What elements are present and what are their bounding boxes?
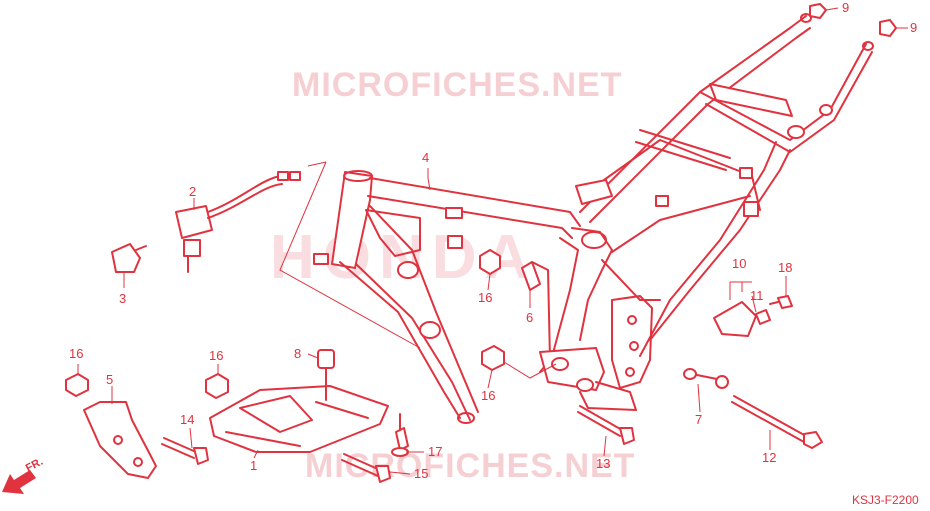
bolt-13 [577, 405, 635, 445]
link-6 [521, 261, 541, 291]
front-arrow: FR. [2, 456, 45, 494]
callout-4: 4 [422, 150, 429, 165]
callout-16d: 16 [481, 388, 495, 403]
skid-plate [209, 385, 389, 453]
bolt-11 [755, 309, 771, 325]
callout-5: 5 [106, 372, 113, 387]
watermark-top: MICROFICHES.NET [292, 66, 622, 104]
callout-8: 8 [294, 346, 301, 361]
callout-14: 14 [180, 412, 194, 427]
diagram-code: KSJ3-F2200 [852, 493, 919, 507]
nut-9-right [879, 19, 897, 37]
front-arrow-icon [2, 470, 36, 494]
leader-lines [77, 7, 908, 475]
callout-9a: 9 [842, 0, 849, 15]
front-label: FR. [24, 456, 45, 475]
bracket-5 [83, 401, 157, 479]
bolt-15 [341, 453, 391, 483]
bracket-10 [713, 301, 757, 337]
nut-16-mid [481, 345, 505, 371]
bolt-14 [161, 437, 209, 465]
callout-18: 18 [778, 260, 792, 275]
callout-15: 15 [414, 466, 428, 481]
callout-6: 6 [526, 310, 533, 325]
main-frame [313, 13, 874, 424]
nut-16-left [65, 373, 89, 397]
callout-12: 12 [762, 450, 776, 465]
callout-16b: 16 [209, 348, 223, 363]
callout-7: 7 [695, 412, 702, 427]
callout-2: 2 [189, 184, 196, 199]
callout-13: 13 [596, 456, 610, 471]
watermark-bottom: MICROFICHES.NET [305, 447, 635, 485]
callout-1: 1 [250, 458, 257, 473]
rubber-mount [317, 349, 335, 401]
nut-16-skid [205, 373, 229, 399]
callouts: 4 2 3 5 16 16 1 8 14 15 17 16 16 6 13 7 … [69, 0, 917, 481]
nut-16-top [479, 249, 501, 275]
callout-16a: 16 [69, 346, 83, 361]
bolt-7 [683, 368, 729, 389]
bolt-18 [769, 295, 793, 309]
nut-9-left [809, 3, 827, 19]
callout-17: 17 [428, 444, 442, 459]
callout-10: 10 [732, 256, 746, 271]
bolt-12 [731, 395, 823, 449]
bolt-17 [391, 413, 409, 457]
ignition-switch [175, 171, 301, 273]
switch-cover [111, 243, 147, 273]
callout-16c: 16 [478, 290, 492, 305]
callout-11: 11 [750, 288, 764, 303]
callout-3: 3 [119, 291, 126, 306]
callout-9b: 9 [910, 20, 917, 35]
